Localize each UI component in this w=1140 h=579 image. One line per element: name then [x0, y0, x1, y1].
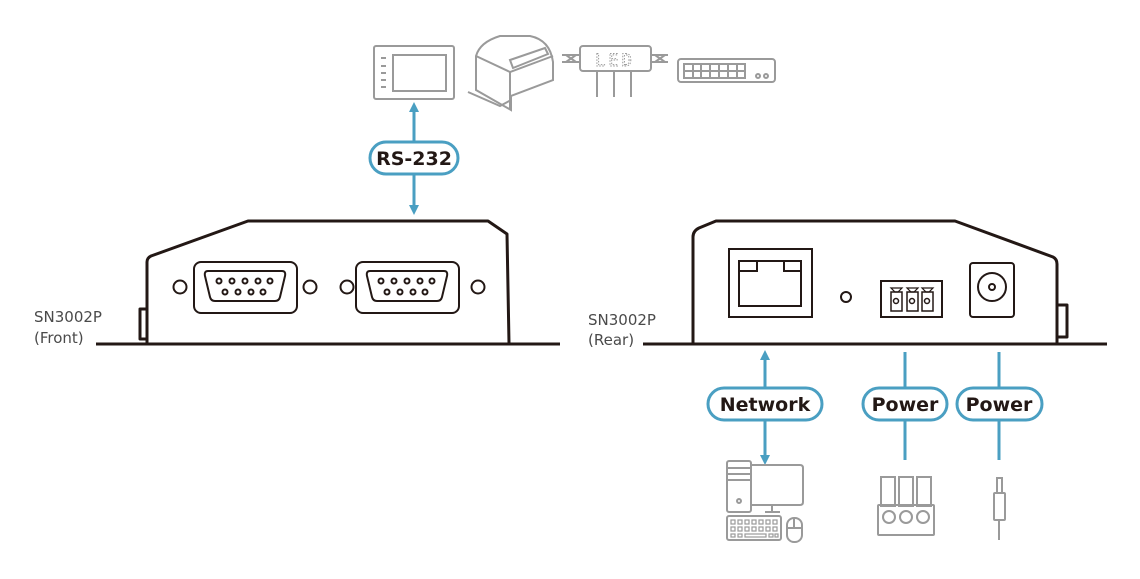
rj45-port — [728, 248, 813, 318]
svg-text:LED: LED — [595, 51, 635, 71]
rear-side-label: (Rear) — [588, 331, 634, 349]
terminal-block-icon — [877, 476, 935, 536]
db9-connector-2 — [339, 261, 486, 314]
front-device — [96, 219, 560, 346]
touch-panel-icon — [373, 45, 455, 100]
power-label-pill-2 — [955, 386, 1044, 422]
rear-device — [643, 219, 1107, 346]
network-label-pill — [706, 386, 824, 422]
rear-model-label: SN3002P — [588, 311, 656, 329]
led-sign-icon: LED — [562, 45, 668, 97]
power-label-2: Power — [966, 394, 1033, 416]
terminal-block-port — [880, 280, 943, 318]
rs232-label-pill — [368, 140, 460, 176]
dc-jack-port — [969, 262, 1015, 318]
front-model-label: SN3002P — [34, 308, 102, 326]
network-label: Network — [720, 394, 811, 416]
printer-icon — [467, 35, 554, 112]
power-label-pill-1 — [861, 386, 949, 422]
db9-connector-1 — [172, 261, 318, 314]
rs232-label: RS-232 — [376, 148, 452, 170]
computer-icon — [726, 460, 804, 543]
network-switch-icon — [677, 58, 776, 83]
front-side-label: (Front) — [34, 329, 84, 347]
dc-plug-icon — [993, 477, 1006, 540]
power-label-1: Power — [872, 394, 939, 416]
led-indicator — [840, 291, 852, 303]
